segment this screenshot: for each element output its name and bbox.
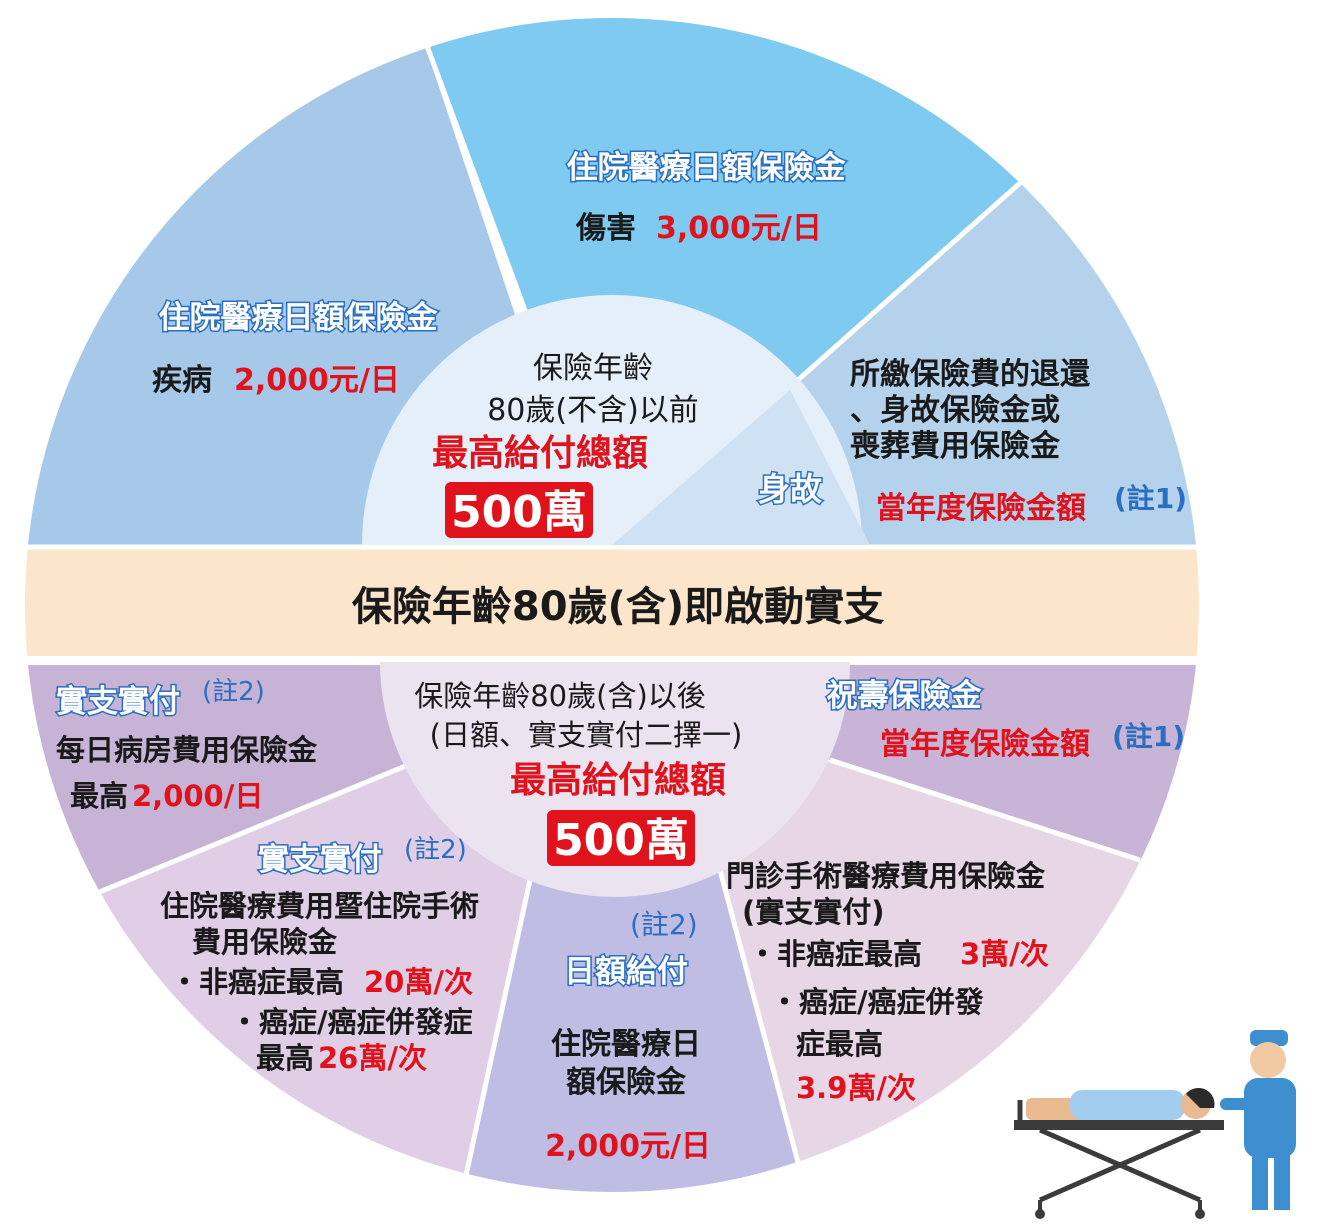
top-amount-badge	[445, 482, 593, 538]
bl-top-prefix: 最高	[70, 779, 128, 813]
top-center-line2: 80歲(不含)以前	[487, 393, 699, 428]
br-bottom-item2-line2: 症最高	[796, 1027, 883, 1061]
bottom-amount-badge	[547, 810, 695, 866]
stretcher-patient-icon	[1014, 1030, 1296, 1219]
middle-band	[22, 548, 1202, 656]
bl-bottom-item1-value: 20萬/次	[364, 965, 473, 999]
top-right-value: 當年度保險金額	[876, 491, 1086, 526]
bm-note: (註2)	[630, 908, 698, 941]
top-left-title: 住院醫療日額保險金	[159, 300, 439, 336]
bm-line1: 住院醫療日	[551, 1027, 701, 1062]
bm-title: 日額給付	[564, 954, 688, 990]
top-right-tag: 身故	[758, 470, 822, 508]
bl-top-note: (註2)	[202, 677, 265, 707]
bm-line2: 額保險金	[566, 1065, 687, 1100]
segment-top-left	[22, 15, 1202, 605]
br-bottom-item1-prefix: ・非癌症最高	[748, 937, 922, 971]
top-right-note: (註1)	[1114, 482, 1187, 515]
bottom-center-line2: (日額、實支實付二擇一)	[430, 718, 743, 752]
bl-bottom-line2: 費用保險金	[192, 925, 338, 959]
br-bottom-line1: 門診手術醫療費用保險金	[726, 859, 1046, 893]
bottom-center-label: 最高給付總額	[510, 760, 726, 801]
bl-bottom-line1: 住院醫療費用暨住院手術	[160, 889, 479, 923]
bl-bottom-title: 實支實付	[258, 842, 382, 878]
bottom-center-amount: 500萬	[553, 815, 689, 866]
top-middle-title: 住院醫療日額保險金	[567, 150, 847, 186]
top-center-amount: 500萬	[451, 487, 587, 538]
top-right-line3: 喪葬費用保險金	[850, 429, 1061, 464]
br-bottom-item1-value: 3萬/次	[960, 937, 1049, 971]
bl-bottom-item2-value: 26萬/次	[318, 1041, 427, 1075]
bl-top-value: 2,000/日	[132, 779, 263, 813]
death-wedge	[612, 390, 870, 545]
top-left-value: 2,000元/日	[234, 363, 400, 398]
br-top-value: 當年度保險金額	[880, 727, 1090, 762]
top-right-line2: 、身故保險金或	[850, 393, 1060, 428]
band-text: 保險年齡80歲(含)即啟動實支	[352, 584, 884, 630]
top-left-text: 疾病	[152, 363, 212, 398]
center-bottom-hub	[380, 662, 850, 897]
pie-outline	[19, 12, 1205, 1198]
bl-bottom-item1-prefix: ・非癌症最高	[170, 965, 344, 999]
br-bottom-item2-line1: ・癌症/癌症併發	[770, 985, 984, 1019]
bl-top-line1: 每日病房費用保險金	[56, 733, 318, 767]
top-middle-text: 傷害	[575, 211, 636, 246]
bl-bottom-item2-prefix: 最高	[256, 1041, 314, 1075]
bl-bottom-note: (註2)	[404, 835, 467, 865]
bl-top-title: 實支實付	[56, 684, 180, 720]
br-bottom-item2-value: 3.9萬/次	[796, 1071, 916, 1105]
br-top-note: (註1)	[1112, 720, 1185, 753]
top-right-line1: 所繳保險費的退還	[850, 357, 1091, 392]
top-center-line1: 保險年齡	[533, 351, 653, 386]
bl-bottom-item2-line1: ・癌症/癌症併發症	[230, 1005, 473, 1039]
br-top-title: 祝壽保險金	[827, 678, 983, 714]
bottom-center-line1: 保險年齡80歲(含)以後	[414, 679, 706, 713]
segment-bottom-middle	[455, 870, 815, 1195]
top-center-label: 最高給付總額	[432, 433, 648, 474]
top-middle-value: 3,000元/日	[656, 211, 822, 246]
br-bottom-line2: (實支實付)	[742, 895, 885, 929]
bm-value: 2,000元/日	[545, 1129, 711, 1164]
